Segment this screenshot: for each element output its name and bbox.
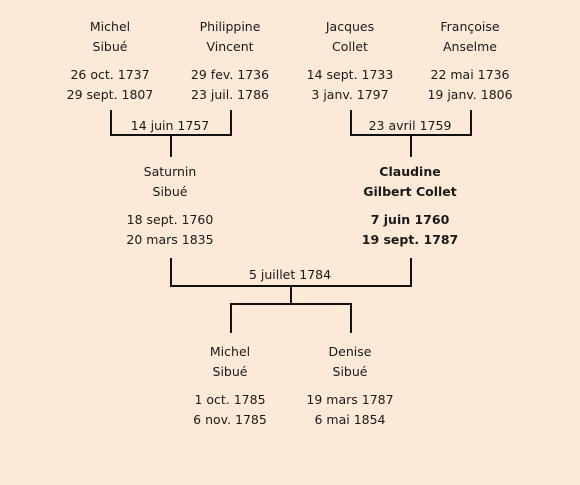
person-death-date: 19 sept. 1787 xyxy=(361,232,459,247)
person-death-date: 20 mars 1835 xyxy=(126,232,214,247)
person-jacques-collet: Jacques Collet 14 sept. 1733 3 janv. 179… xyxy=(290,17,410,105)
connector-line xyxy=(290,286,292,304)
person-death-date: 3 janv. 1797 xyxy=(311,87,389,102)
person-death-date: 6 nov. 1785 xyxy=(193,412,267,427)
person-last-name: Sibué xyxy=(332,364,368,379)
person-birth-date: 19 mars 1787 xyxy=(306,392,394,407)
person-last-name: Sibué xyxy=(92,39,128,54)
person-first-name: Saturnin xyxy=(143,164,197,179)
person-birth-date: 14 sept. 1733 xyxy=(306,67,394,82)
person-birth-date: 26 oct. 1737 xyxy=(70,67,150,82)
person-francoise-anselme: Françoise Anselme 22 mai 1736 19 janv. 1… xyxy=(410,17,530,105)
person-birth-date: 1 oct. 1785 xyxy=(194,392,266,407)
person-birth-date: 29 fev. 1736 xyxy=(190,67,270,82)
connector-line xyxy=(350,110,352,135)
connector-line xyxy=(170,135,172,157)
person-denise-sibue: Denise Sibué 19 mars 1787 6 mai 1854 xyxy=(290,342,410,430)
person-last-name: Gilbert Collet xyxy=(363,184,457,199)
person-first-name: Françoise xyxy=(440,19,500,34)
person-first-name: Denise xyxy=(328,344,372,359)
connector-line xyxy=(230,110,232,135)
person-death-date: 19 janv. 1806 xyxy=(427,87,513,102)
person-birth-date: 18 sept. 1760 xyxy=(126,212,214,227)
connector-line xyxy=(350,304,352,333)
person-first-name: Michel xyxy=(89,19,131,34)
person-death-date: 23 juil. 1786 xyxy=(191,87,269,102)
marriage-date-sibue-vincent: 14 juin 1757 xyxy=(130,118,210,133)
person-first-name: Jacques xyxy=(325,19,375,34)
person-saturnin-sibue: Saturnin Sibué 18 sept. 1760 20 mars 183… xyxy=(110,162,230,250)
person-claudine-gilbert-collet: Claudine Gilbert Collet 7 juin 1760 19 s… xyxy=(350,162,470,250)
person-first-name: Claudine xyxy=(379,164,441,179)
connector-line xyxy=(110,110,112,135)
connector-line xyxy=(410,258,412,286)
person-birth-date: 22 mai 1736 xyxy=(430,67,510,82)
person-death-date: 29 sept. 1807 xyxy=(66,87,154,102)
person-last-name: Sibué xyxy=(212,364,248,379)
person-last-name: Vincent xyxy=(206,39,254,54)
person-last-name: Collet xyxy=(332,39,368,54)
connector-line xyxy=(410,135,412,157)
person-first-name: Michel xyxy=(209,344,251,359)
person-death-date: 6 mai 1854 xyxy=(314,412,386,427)
person-last-name: Anselme xyxy=(442,39,498,54)
connector-line xyxy=(470,110,472,135)
person-michel-sibue-grandfather: Michel Sibué 26 oct. 1737 29 sept. 1807 xyxy=(50,17,170,105)
connector-line xyxy=(230,303,352,305)
person-philippine-vincent: Philippine Vincent 29 fev. 1736 23 juil.… xyxy=(170,17,290,105)
person-michel-sibue-child: Michel Sibué 1 oct. 1785 6 nov. 1785 xyxy=(170,342,290,430)
person-first-name: Philippine xyxy=(199,19,261,34)
connector-line xyxy=(170,258,172,286)
connector-line xyxy=(230,304,232,333)
person-birth-date: 7 juin 1760 xyxy=(370,212,450,227)
marriage-date-collet-anselme: 23 avril 1759 xyxy=(368,118,452,133)
marriage-date-sibue-collet: 5 juillet 1784 xyxy=(248,267,332,282)
person-last-name: Sibué xyxy=(152,184,188,199)
